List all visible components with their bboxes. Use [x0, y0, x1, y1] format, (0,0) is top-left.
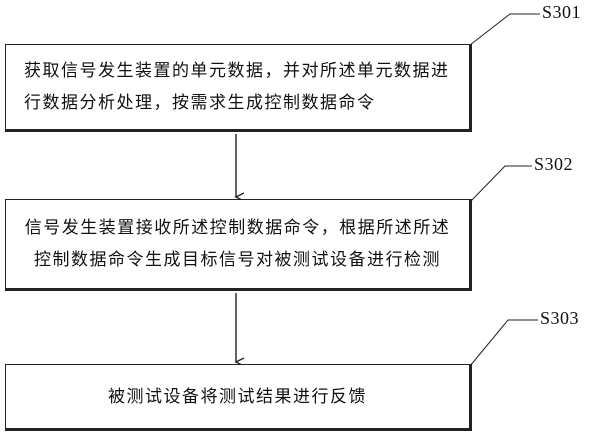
leader-line-s303 — [469, 319, 538, 367]
leader-line-s302 — [469, 165, 532, 203]
step-box-s303: 被测试设备将测试结果进行反馈 — [5, 364, 472, 431]
step-s303-line-1: 被测试设备将测试结果进行反馈 — [108, 386, 367, 407]
step-s301-line-2: 行数据分析处理，按需求生成控制数据命令 — [24, 93, 376, 113]
step-box-s301: 获取信号发生装置的单元数据，并对所述单元数据进 行数据分析处理，按需求生成控制数… — [5, 44, 472, 132]
step-s301-line-1: 获取信号发生装置的单元数据，并对所述单元数据进 — [24, 61, 450, 81]
step-s302-line-2: 控制数据命令生成目标信号对被测试设备进行检测 — [34, 250, 441, 270]
step-box-s302: 信号发生装置接收所述控制数据命令，根据所述所述 控制数据命令生成目标信号对被测试… — [5, 199, 472, 291]
step-label-s303: S303 — [540, 308, 580, 328]
step-s302-line-1: 信号发生装置接收所述控制数据命令，根据所述所述 — [24, 218, 451, 238]
step-label-s302: S302 — [534, 154, 574, 174]
step-label-s301: S301 — [542, 2, 582, 22]
leader-line-s301 — [469, 13, 540, 46]
